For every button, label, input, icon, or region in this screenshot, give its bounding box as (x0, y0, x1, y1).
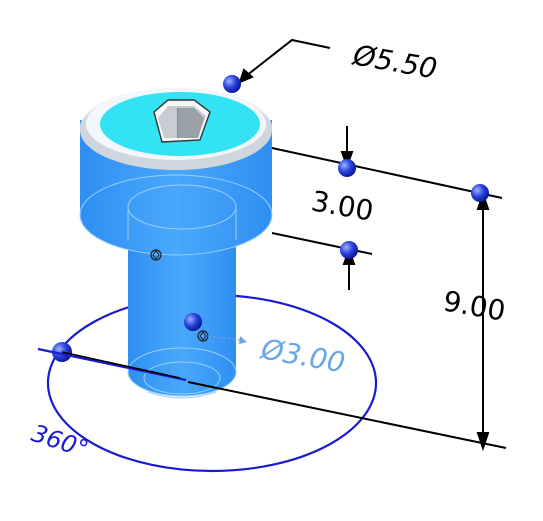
revolve-angle-label[interactable]: 360° (28, 419, 92, 463)
drag-handle-icon[interactable] (471, 184, 489, 202)
arrow-icon[interactable] (207, 335, 247, 344)
drag-handle-icon[interactable] (338, 159, 356, 177)
overall-length-label[interactable]: 9.00 (441, 284, 508, 327)
hex-socket (153, 99, 211, 143)
head-height-label[interactable]: 3.00 (309, 184, 376, 227)
screw-head[interactable] (79, 88, 273, 256)
head-diameter-label[interactable]: Ø5.50 (350, 38, 440, 85)
drag-handle-icon[interactable] (223, 75, 241, 93)
shank-diameter-label[interactable]: Ø3.00 (258, 332, 348, 379)
screw-shank[interactable] (127, 240, 237, 399)
triad-icon (150, 249, 162, 261)
screw-model[interactable] (79, 88, 273, 399)
dimension-arrows (238, 68, 490, 452)
drag-handles[interactable] (52, 75, 489, 362)
dimension-lines (187, 38, 507, 449)
drag-handle-icon[interactable] (184, 313, 202, 331)
drag-handle-icon[interactable] (340, 241, 358, 259)
angle-leader (37, 347, 187, 382)
